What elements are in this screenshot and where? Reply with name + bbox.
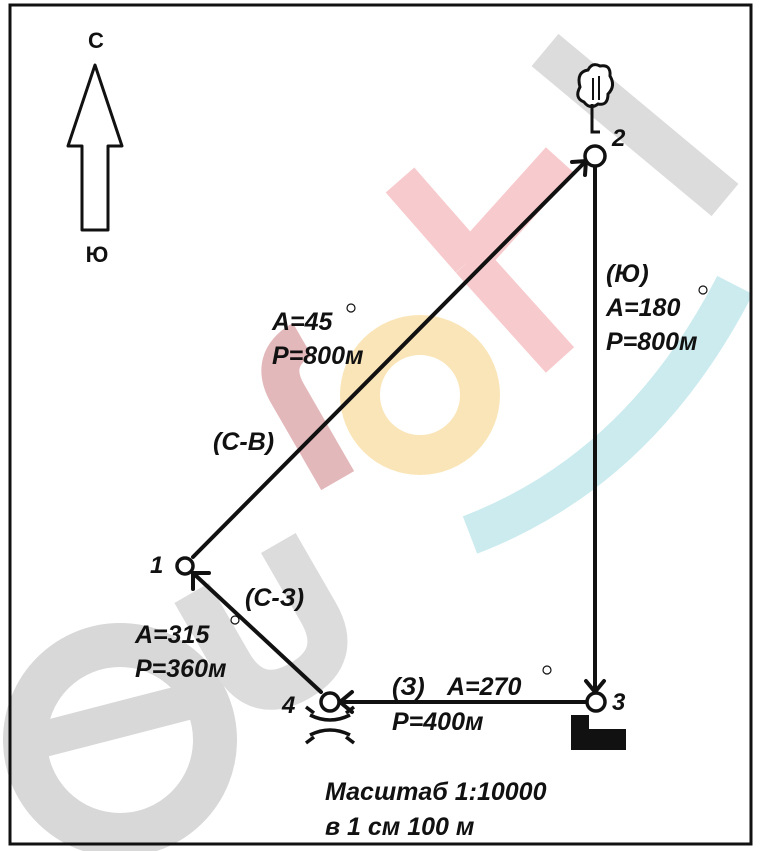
route-points xyxy=(175,144,607,713)
leg-4-1-azimuth: А=315 xyxy=(134,621,210,649)
leg-4-1-distance: Р=360м xyxy=(135,655,226,683)
watermark-letter-u xyxy=(174,533,348,710)
leg-3-4-azimuth: А=270 xyxy=(446,673,521,701)
point-3-label: 3 xyxy=(612,689,626,716)
leg-1-2-direction: (С-В) xyxy=(213,428,274,456)
degree-icon xyxy=(698,285,708,295)
north-arrow-icon xyxy=(66,63,124,232)
degree-icon xyxy=(542,665,552,675)
degree-icon xyxy=(346,303,356,313)
leg-2-3-direction: (Ю) xyxy=(606,260,649,288)
scale-description: в 1 см 100 м xyxy=(325,813,474,841)
point-1-label: 1 xyxy=(150,552,163,579)
route xyxy=(191,158,606,714)
leg-1-2-line xyxy=(191,161,586,559)
point-4-marker xyxy=(319,691,341,713)
watermark-logo xyxy=(3,33,753,851)
watermark-letter-e xyxy=(3,623,237,851)
leg-4-1-direction: (С-З) xyxy=(245,584,304,612)
leg-4-1-line xyxy=(191,571,323,694)
point-4-label: 4 xyxy=(281,692,295,719)
watermark-letter-k xyxy=(385,147,575,373)
bridge-icon xyxy=(304,705,356,745)
point-3-marker xyxy=(585,691,607,713)
scale-label: Масштаб 1:10000 xyxy=(325,778,547,806)
frame-border xyxy=(8,3,753,846)
compass: С Ю xyxy=(66,28,124,267)
watermark-swoosh xyxy=(462,275,753,554)
leg-3-4-distance: Р=400м xyxy=(392,708,483,736)
point-2-marker xyxy=(583,144,607,168)
degree-icon xyxy=(230,615,240,625)
leg-1-2-distance: Р=800м xyxy=(272,342,363,370)
watermark-letter-i xyxy=(531,33,739,217)
tree-icon xyxy=(576,63,615,134)
watermark-letter-o xyxy=(340,315,500,475)
leg-1-2-azimuth: А=45 xyxy=(271,308,334,336)
leg-2-3-distance: Р=800м xyxy=(606,328,697,356)
watermark-letter-r xyxy=(261,322,355,491)
compass-north-label: С xyxy=(88,28,104,53)
leg-4-1-arrowhead xyxy=(191,571,211,591)
leg-2-3-azimuth: А=180 xyxy=(605,294,680,322)
building-icon xyxy=(571,715,626,750)
leg-3-4-direction: (З) xyxy=(392,673,425,701)
compass-south-label: Ю xyxy=(86,242,109,267)
point-2-label: 2 xyxy=(611,125,626,152)
point-1-marker xyxy=(175,556,195,576)
